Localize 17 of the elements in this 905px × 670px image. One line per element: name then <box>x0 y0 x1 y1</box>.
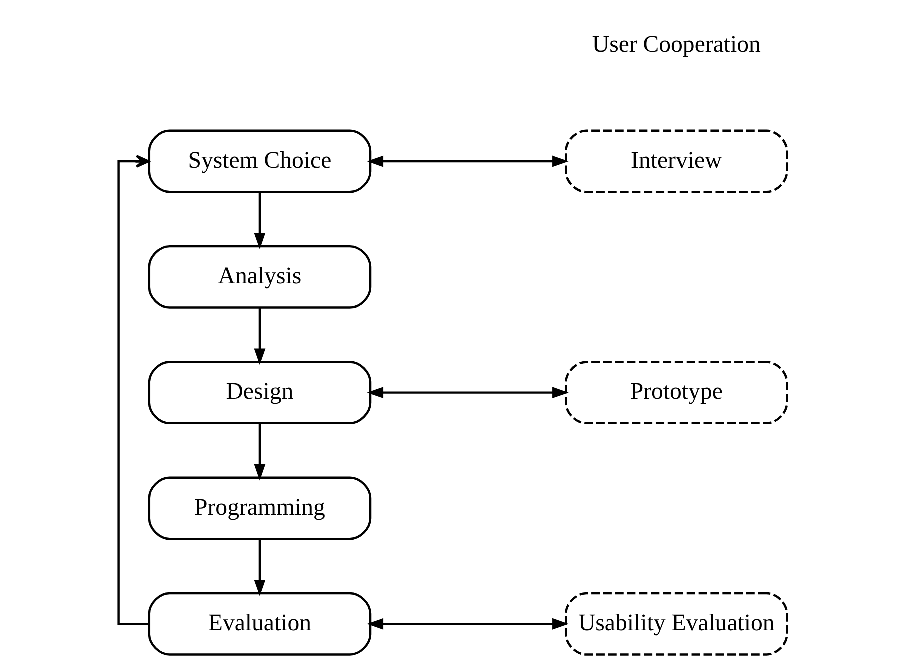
arrow <box>117 155 150 626</box>
node-box: Prototype <box>564 361 788 425</box>
arrow <box>254 308 266 366</box>
arrow <box>254 192 266 250</box>
arrow <box>366 156 568 168</box>
node-box: Evaluation <box>148 592 372 656</box>
node-box: Analysis <box>148 245 372 309</box>
node-box: Usability Evaluation <box>564 592 788 656</box>
node-box: System Choice <box>148 130 372 194</box>
arrow <box>366 387 568 399</box>
node-box: Interview <box>564 130 788 194</box>
arrow <box>254 539 266 596</box>
arrow <box>366 618 568 630</box>
node-box: Design <box>148 361 372 425</box>
label: User Cooperation <box>592 32 760 58</box>
node-box: Programming <box>148 476 372 540</box>
arrow <box>254 424 266 481</box>
